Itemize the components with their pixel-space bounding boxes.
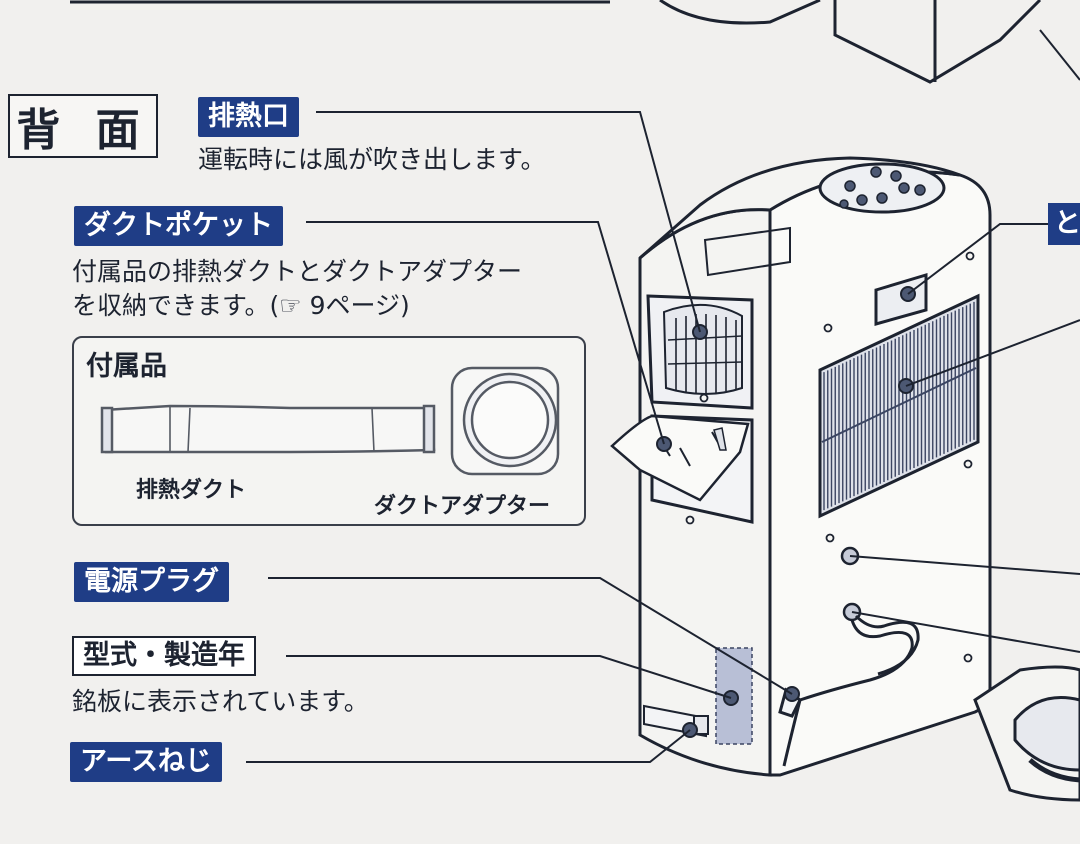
control-buttons	[839, 166, 926, 209]
top-partial-figure	[70, 0, 1080, 84]
label-model-year: 型式・製造年	[72, 636, 256, 676]
section-title: 背 面	[8, 94, 158, 158]
exhaust-duct-illustration	[100, 404, 436, 454]
duct-pocket	[610, 414, 754, 524]
intake-grille-lines	[821, 301, 977, 511]
label-ground-screw: アースねじ	[70, 742, 223, 782]
desc-duct-pocket-line2: を収納できます。(☞ 9ページ)	[72, 291, 410, 320]
rear-handle	[874, 272, 928, 326]
right-partial-figure	[973, 665, 1080, 802]
top-recess	[703, 226, 791, 277]
label-edge-cutoff: と	[1048, 203, 1080, 245]
leader-lines	[246, 111, 1080, 763]
desc-exhaust-port: 運転時には風が吹き出します。	[198, 145, 546, 174]
duct-adapter-illustration	[450, 366, 560, 476]
label-duct-pocket: ダクトポケット	[74, 206, 283, 246]
label-power-plug: 電源プラグ	[74, 562, 229, 602]
desc-model-year: 銘板に表示されています。	[72, 687, 369, 716]
label-exhaust-duct: 排熱ダクト	[136, 478, 247, 503]
accessories-title: 付属品	[86, 351, 167, 382]
label-duct-adapter: ダクトアダプター	[374, 494, 551, 519]
accessories-box	[72, 336, 586, 526]
screw-holes	[685, 251, 975, 663]
label-exhaust-port: 排熱口	[198, 97, 299, 137]
desc-duct-pocket-line1: 付属品の排熱ダクトとダクトアダプター	[72, 257, 523, 286]
